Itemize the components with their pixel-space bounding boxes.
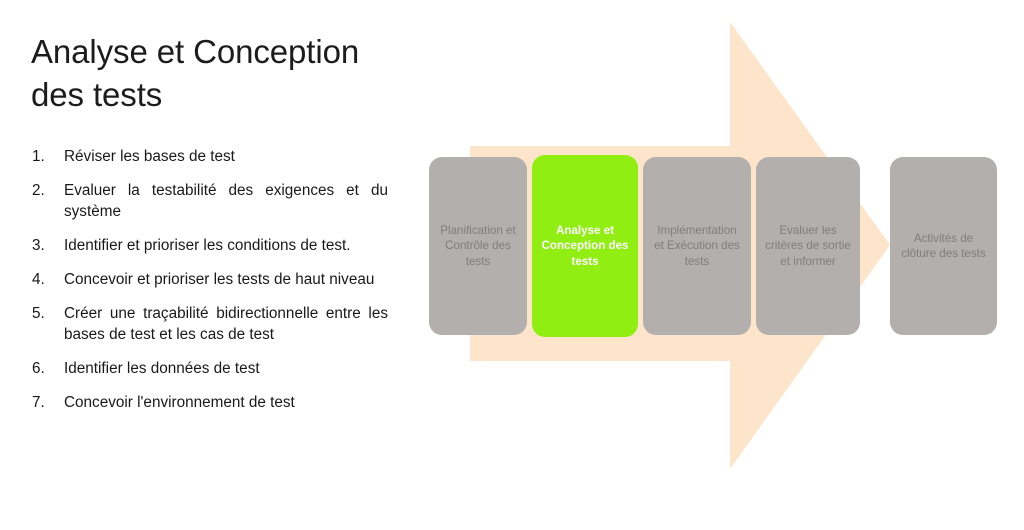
list-item-label: Identifier et prioriser les conditions d… [64,236,351,254]
list-item-label: Créer une traçabilité bidirectionnelle e… [64,304,388,343]
steps-list: 1. Réviser les bases de test 2. Evaluer la … [0,147,420,427]
list-item-label: Evaluer la testabilité des exigences et … [64,181,388,220]
list-item-number: 1. [32,148,45,165]
process-box-label: Implémentation et Exécution des tests [654,223,740,268]
process-box-label: Activités de clôture des tests [901,231,986,260]
list-item-number: 4. [32,270,45,288]
process-box-3[interactable]: Implémentation et Exécution des tests [643,157,751,335]
list-item-label: Identifier les données de test [64,359,260,377]
process-box-5[interactable]: Activités de clôture des tests [890,157,997,335]
list-item-number: 6. [32,359,45,377]
list-item-number: 3. [32,236,45,254]
process-box-label: Evaluer les critères de sortie et inform… [765,223,851,268]
list-item: 2. Evaluer la testabilité des exigences e… [0,181,420,223]
list-item-label: Concevoir et prioriser les tests de haut… [64,270,375,288]
list-item-label: Concevoir l'environnement de test [64,393,295,411]
process-box-label: Planification et Contrôle des tests [440,223,516,268]
list-item: 4. Concevoir et prioriser les tests de ha… [0,270,420,291]
list-item: 7. Concevoir l'environnement de test [0,393,420,414]
process-box-2[interactable]: Analyse et Conception des tests [532,155,638,337]
list-item: 6. Identifier les données de test [0,359,420,380]
list-item-number: 5. [32,304,45,322]
page-title: Analyse et Conception des tests [31,33,360,113]
list-item-number: 2. [32,181,45,199]
list-item: 5. Créer une traçabilité bidirectionnelle… [0,304,420,346]
process-boxes-layer: Planification et Contrôle des tests Analy… [420,0,1024,530]
process-box-1[interactable]: Planification et Contrôle des tests [429,157,527,335]
process-flow-diagram: Planification et Contrôle des tests Analy… [420,0,1024,530]
list-item: 3. Identifier et prioriser les conditions… [0,236,420,257]
left-content-panel: Analyse et Conception des tests 1. Révise… [0,0,420,530]
process-box-4[interactable]: Evaluer les critères de sortie et inform… [756,157,860,335]
list-item-label: Réviser les bases de test [64,148,235,165]
list-item-number: 7. [32,393,45,411]
process-box-label: Analyse et Conception des tests [541,223,629,268]
list-item: 1. Réviser les bases de test [0,147,420,168]
